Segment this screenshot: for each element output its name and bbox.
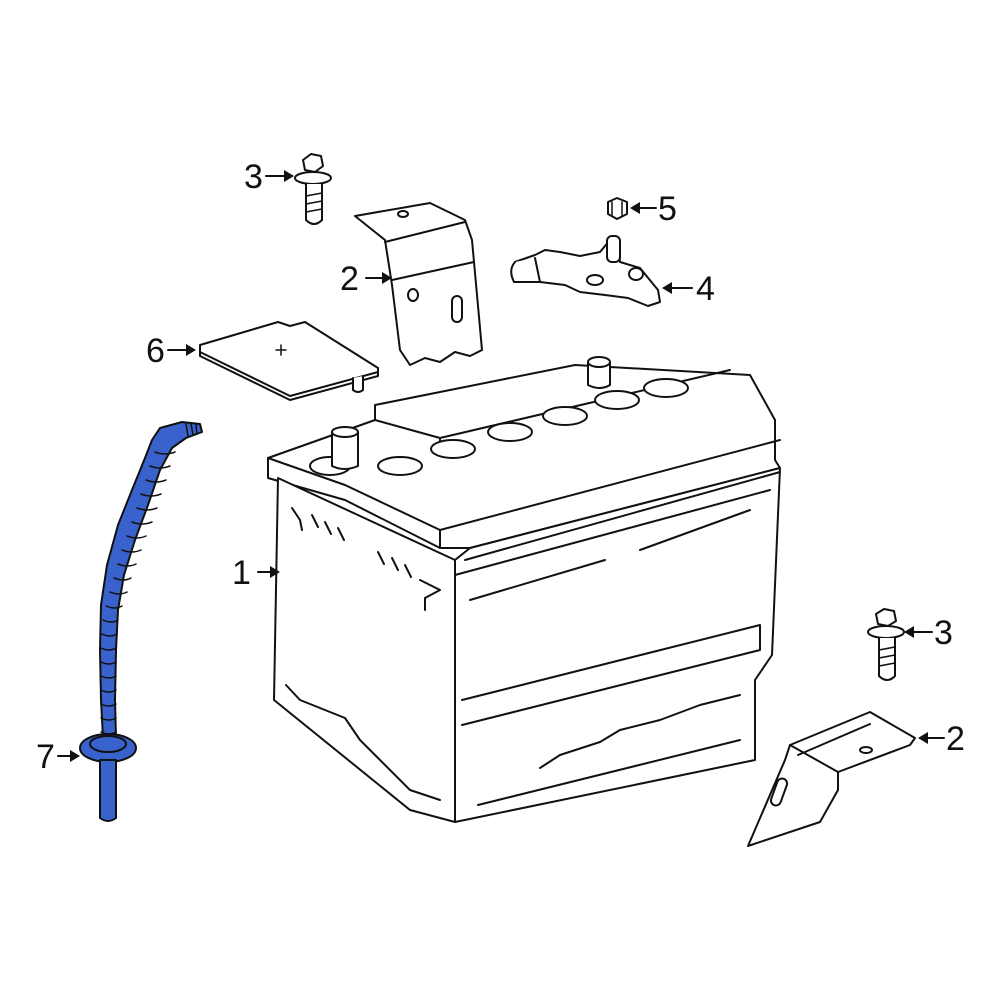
- arrow-7: [57, 750, 80, 762]
- bolt-upper-part[interactable]: [294, 153, 332, 225]
- battery-part[interactable]: [267, 356, 781, 823]
- callout-5-nut[interactable]: 5: [658, 190, 677, 228]
- callout-6-cover[interactable]: 6: [146, 332, 165, 370]
- callout-4-sensor[interactable]: 4: [696, 270, 715, 308]
- callout-2-bracket-upper[interactable]: 2: [340, 260, 359, 298]
- leader-lines: [57, 170, 945, 762]
- callout-3-bolt-lower[interactable]: 3: [934, 614, 953, 652]
- callout-3-bolt-upper[interactable]: 3: [244, 158, 263, 196]
- terminal-cover-part[interactable]: [199, 321, 379, 401]
- callout-2-bracket-lower[interactable]: 2: [946, 720, 965, 758]
- arrow-3-lower: [904, 626, 933, 638]
- battery-sensor-part[interactable]: [510, 235, 661, 307]
- hold-down-bracket-lower-part[interactable]: [747, 711, 916, 847]
- hold-down-bracket-upper-part[interactable]: [354, 202, 483, 366]
- vent-hose-part[interactable]: [79, 421, 203, 822]
- arrow-2-lower: [918, 732, 945, 744]
- arrow-1: [257, 566, 280, 578]
- arrow-3-upper: [265, 170, 294, 182]
- callout-1-battery[interactable]: 1: [232, 554, 251, 592]
- arrow-6: [167, 344, 196, 356]
- arrow-4: [662, 282, 693, 294]
- bolt-lower-part[interactable]: [867, 608, 905, 681]
- arrow-5: [630, 202, 657, 214]
- callout-7-vent-hose[interactable]: 7: [36, 738, 55, 776]
- nut-part[interactable]: [607, 197, 628, 220]
- arrow-2-upper: [365, 272, 392, 284]
